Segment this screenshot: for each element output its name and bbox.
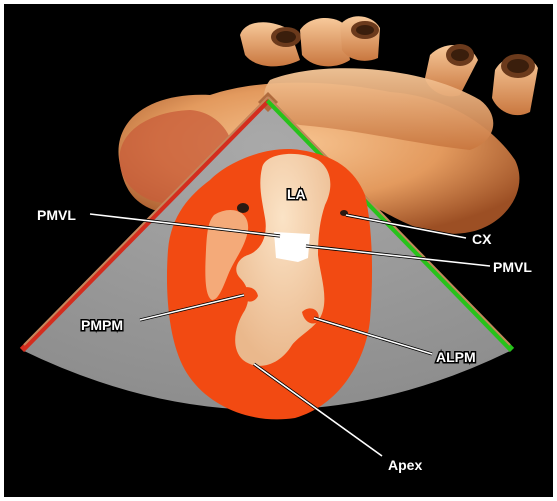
label-apex: Apex bbox=[388, 457, 422, 473]
heart-echo-diagram: LA PMVL PMVL CX PMPM ALPM Apex bbox=[4, 4, 553, 497]
echo-illustration: LA PMVL PMVL CX PMPM ALPM Apex bbox=[4, 4, 553, 497]
label-pmvl-right: PMVL bbox=[493, 259, 532, 275]
label-la: LA bbox=[287, 186, 306, 202]
label-cx: CX bbox=[472, 231, 492, 247]
label-alpm: ALPM bbox=[436, 349, 476, 365]
coronary-sinus bbox=[237, 203, 249, 213]
label-pmpm: PMPM bbox=[81, 317, 123, 333]
label-pmvl-left: PMVL bbox=[37, 207, 76, 223]
